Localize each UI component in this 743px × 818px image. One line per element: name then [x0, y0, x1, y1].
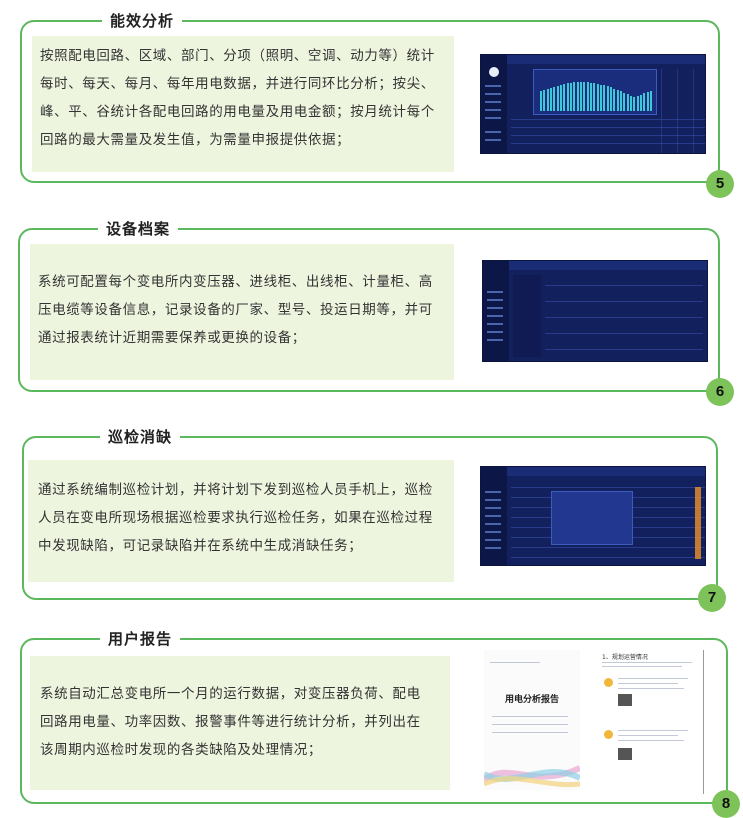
section-user-report: 用户报告 系统自动汇总变电所一个月的运行数据，对变压器负荷、配电 回路用电量、功…	[20, 627, 740, 818]
section-description: 通过系统编制巡检计划，并将计划下发到巡检人员手机上，巡检 人员在变电所现场根据巡…	[28, 460, 454, 582]
avatar	[489, 67, 499, 77]
section-number-badge: 5	[706, 170, 734, 198]
chart-bar	[580, 82, 582, 111]
chart-bar	[543, 90, 546, 111]
description-line: 人员在变电所现场根据巡检要求执行巡检任务，如果在巡检过程	[38, 510, 433, 526]
chart-bar	[620, 91, 622, 111]
description-line: 峰、平、谷统计各配电回路的用电量及用电金额；按月统计每个	[40, 104, 435, 120]
section-description: 按照配电回路、区域、部门、分项（照明、空调、动力等）统计 每时、每天、每月、每年…	[32, 36, 454, 172]
chart-bar	[630, 95, 632, 111]
ui-sidebar	[481, 467, 507, 565]
description-line: 回路用电量、功率因数、报警事件等进行统计分析，并列出在	[40, 714, 421, 730]
section-title: 设备档案	[98, 217, 179, 241]
ui-sidebar	[483, 261, 509, 361]
section-number-badge: 6	[706, 378, 734, 406]
chart-bar	[606, 86, 609, 111]
chart-bar	[583, 82, 586, 111]
ui-sidebar	[481, 55, 507, 153]
chart-bar	[633, 97, 636, 111]
chart-bar	[540, 91, 542, 111]
report-wave-graphic	[484, 765, 580, 788]
chart-bar	[570, 82, 572, 111]
chart-bar	[596, 83, 599, 111]
chart-bar	[650, 90, 652, 111]
section-number-badge: 8	[712, 790, 740, 818]
energy-chart-screenshot	[480, 54, 706, 154]
section-description: 系统可配置每个变电所内变压器、进线柜、出线柜、计量柜、高 压电缆等设备信息，记录…	[30, 244, 454, 380]
equipment-archive-screenshot	[482, 260, 708, 362]
chart-bar	[610, 87, 612, 111]
chart-bar	[553, 86, 556, 111]
chart-bar	[556, 85, 559, 111]
dialog-panel	[551, 491, 633, 545]
description-line: 系统可配置每个变电所内变压器、进线柜、出线柜、计量柜、高	[38, 274, 433, 290]
description-line: 通过报表统计近期需要保养或更换的设备；	[38, 330, 306, 346]
description-line: 压电缆等设备信息，记录设备的厂家、型号、投运日期等，并可	[38, 302, 433, 318]
description-line: 该周期内巡检时发现的各类缺陷及处理情况；	[40, 742, 322, 758]
chart-bar	[573, 82, 576, 111]
chart-bar	[626, 94, 629, 111]
description-line: 每时、每天、每月、每年用电数据，并进行同环比分析；按尖、	[40, 76, 435, 92]
chart-bar	[566, 83, 569, 111]
chart-bar	[613, 88, 616, 111]
chart-panel	[533, 69, 657, 115]
ui-topbar	[481, 55, 705, 64]
section-title: 用户报告	[100, 627, 181, 651]
chart-bar	[590, 82, 592, 111]
chart-bar	[636, 96, 639, 111]
inspection-screenshot	[480, 466, 706, 566]
chart-bar	[546, 88, 549, 111]
description-line: 回路的最大需量及发生值，为需量申报提供依据；	[40, 132, 351, 148]
ui-topbar	[481, 467, 705, 476]
chart-bar	[563, 83, 566, 111]
report-section-heading: 1、规划运营情况	[602, 654, 648, 661]
description-line: 中发现缺陷，可记录缺陷并在系统中生成消缺任务；	[38, 538, 363, 554]
section-energy-analysis: 能效分析 按照配电回路、区域、部门、分项（照明、空调、动力等）统计 每时、每天、…	[20, 9, 734, 198]
chart-bar	[646, 92, 649, 111]
chart-bar	[550, 87, 552, 111]
chart-bar	[623, 92, 626, 111]
section-number-badge: 7	[698, 584, 726, 612]
chart-bar	[640, 94, 642, 111]
description-line: 系统自动汇总变电所一个月的运行数据，对变压器负荷、配电	[40, 686, 421, 702]
chart-bar	[643, 93, 646, 111]
section-title: 能效分析	[102, 9, 183, 33]
description-line: 通过系统编制巡检计划，并将计划下发到巡检人员手机上，巡检	[38, 482, 433, 498]
report-page-thumbnail: 1、规划运营情况	[598, 650, 704, 794]
chart-bar	[616, 89, 619, 111]
section-title: 巡检消缺	[100, 425, 181, 449]
chart-bar	[593, 83, 596, 111]
section-inspection: 巡检消缺 通过系统编制巡检计划，并将计划下发到巡检人员手机上，巡检 人员在变电所…	[22, 425, 726, 612]
description-line: 按照配电回路、区域、部门、分项（照明、空调、动力等）统计	[40, 48, 435, 64]
ui-topbar	[483, 261, 707, 270]
bar-chart	[540, 77, 652, 111]
report-title: 用电分析报告	[504, 695, 559, 705]
chart-bar	[603, 85, 606, 111]
section-description: 系统自动汇总变电所一个月的运行数据，对变压器负荷、配电 回路用电量、功率因数、报…	[30, 656, 450, 790]
chart-bar	[560, 84, 562, 111]
section-equipment-archive: 设备档案 系统可配置每个变电所内变压器、进线柜、出线柜、计量柜、高 压电缆等设备…	[18, 217, 734, 406]
chart-bar	[586, 82, 589, 111]
chart-bar	[600, 84, 602, 111]
chart-bar	[576, 82, 579, 111]
report-cover-thumbnail: 用电分析报告	[484, 650, 580, 790]
